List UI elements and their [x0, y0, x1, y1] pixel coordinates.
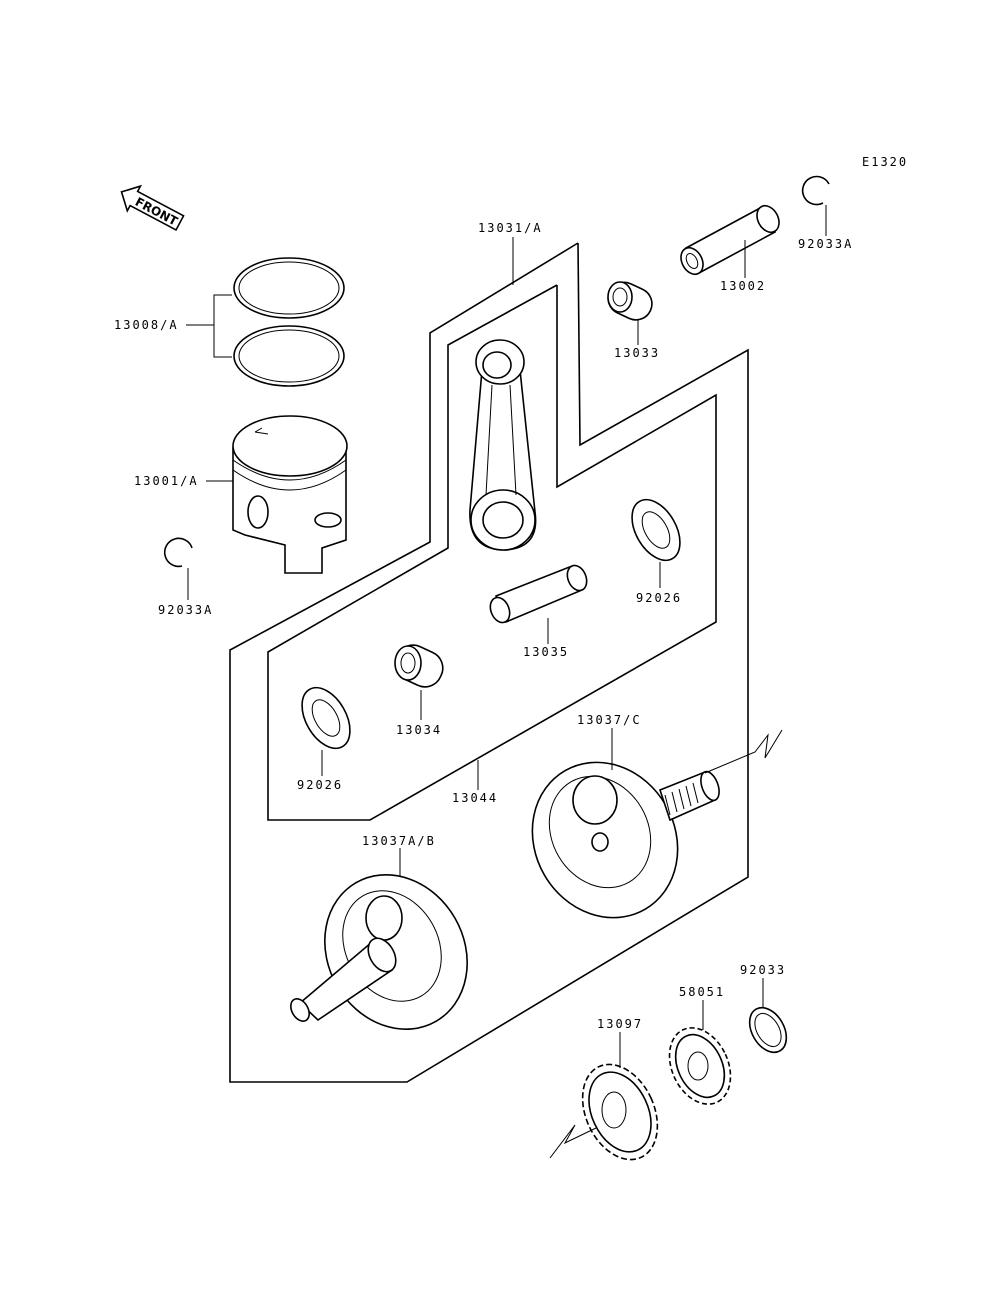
front-label: FRONT [133, 195, 181, 229]
circlip-left [163, 537, 193, 568]
label-13037A-B: 13037A/B [362, 834, 436, 848]
label-13031-A: 13031/A [478, 221, 543, 235]
label-58051: 58051 [679, 985, 725, 999]
diagram-code: E1320 [862, 155, 908, 169]
connecting-rod [469, 339, 537, 551]
group-outline-inner [267, 284, 717, 821]
label-13008-A: 13008/A [114, 318, 179, 332]
crank-pin [489, 564, 588, 624]
label-13002: 13002 [720, 279, 766, 293]
piston-pin [680, 204, 780, 276]
piston-rings [233, 257, 345, 387]
label-13097: 13097 [597, 1017, 643, 1031]
label-13034: 13034 [396, 723, 442, 737]
circlip-gear [748, 1006, 788, 1054]
label-13037-C: 13037/C [577, 713, 642, 727]
label-92033: 92033 [740, 963, 786, 977]
crankshaft-right-half [531, 761, 720, 919]
thrust-washer-left [301, 686, 351, 750]
thrust-washer-right [631, 498, 681, 562]
label-92033A-left: 92033A [158, 603, 213, 617]
gear-large [581, 1063, 659, 1161]
needle-bearing-lower [394, 644, 444, 688]
label-92026-right: 92026 [636, 591, 682, 605]
label-92033A-right: 92033A [798, 237, 853, 251]
piston [232, 415, 348, 574]
circlip-right [801, 175, 830, 206]
crankshaft-left-half [290, 874, 468, 1030]
label-13044: 13044 [452, 791, 498, 805]
needle-bearing-upper [607, 281, 653, 321]
label-13035: 13035 [523, 645, 569, 659]
group-outline-outer [229, 242, 749, 1083]
label-92026-left: 92026 [297, 778, 343, 792]
label-13001-A: 13001/A [134, 474, 199, 488]
front-arrow-icon: FRONT [120, 184, 185, 232]
gear-small [668, 1027, 732, 1105]
label-13033: 13033 [614, 346, 660, 360]
